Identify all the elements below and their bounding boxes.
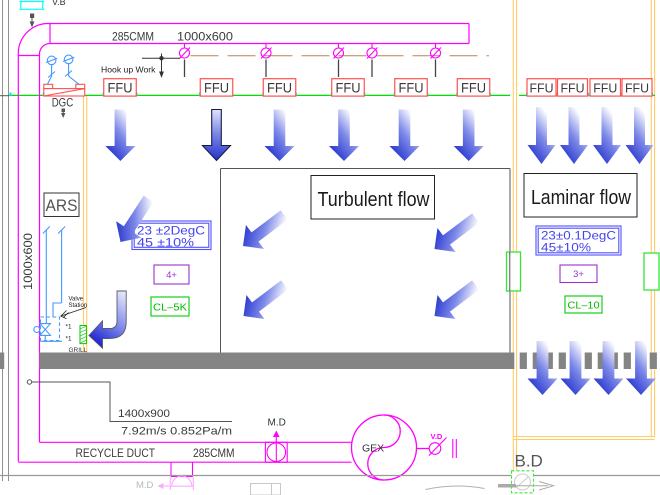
svg-text:FFU: FFU [108,79,133,95]
svg-text:23±0.1DegC: 23±0.1DegC [541,231,616,243]
svg-text:CL–5K: CL–5K [153,303,187,314]
svg-text:FFU: FFU [530,80,554,95]
svg-text:1400x900: 1400x900 [118,408,170,420]
svg-text:23 ±2DegC: 23 ±2DegC [137,226,205,238]
svg-text:285CMM: 285CMM [112,32,154,44]
svg-text:45 ±10%: 45 ±10% [137,238,194,250]
svg-text:Laminar flow: Laminar flow [531,187,631,209]
svg-text:M.D: M.D [136,480,154,491]
svg-text:*1: *1 [66,324,72,331]
svg-text:CL–10: CL–10 [568,301,600,312]
svg-text:3+: 3+ [573,269,584,280]
svg-text:DGC: DGC [52,95,74,109]
svg-text:7.92m/s 0.852Pa/m: 7.92m/s 0.852Pa/m [121,426,232,438]
svg-text:45±10%: 45±10% [541,243,591,255]
svg-text:FFU: FFU [204,79,229,95]
svg-text:285CMM: 285CMM [193,448,235,460]
svg-text:B.D: B.D [515,452,543,471]
svg-text:Hook up Work: Hook up Work [101,65,156,75]
svg-text:*1: *1 [66,336,72,343]
svg-text:FFU: FFU [625,80,649,95]
svg-text:ARS: ARS [46,197,78,215]
svg-text:M.D: M.D [268,418,286,429]
svg-text:GEX: GEX [362,443,384,455]
svg-text:FFU: FFU [399,79,424,95]
svg-text:V.D: V.D [431,432,443,441]
svg-text:FFU: FFU [593,80,617,95]
svg-text:1000x600: 1000x600 [23,233,35,290]
svg-text:Station: Station [69,303,88,309]
svg-text:4+: 4+ [166,270,177,281]
svg-text:FFU: FFU [267,79,292,95]
svg-text:FFU: FFU [461,79,486,95]
svg-text:Turbulent flow: Turbulent flow [318,189,430,211]
svg-text:Valve: Valve [69,297,84,303]
svg-text:FFU: FFU [336,79,361,95]
svg-text:V.B: V.B [52,0,66,7]
svg-text:RECYCLE DUCT: RECYCLE DUCT [76,448,156,460]
svg-text:FFU: FFU [561,80,585,95]
svg-text:GRILL: GRILL [69,347,88,354]
svg-text:1000x600: 1000x600 [177,32,233,44]
